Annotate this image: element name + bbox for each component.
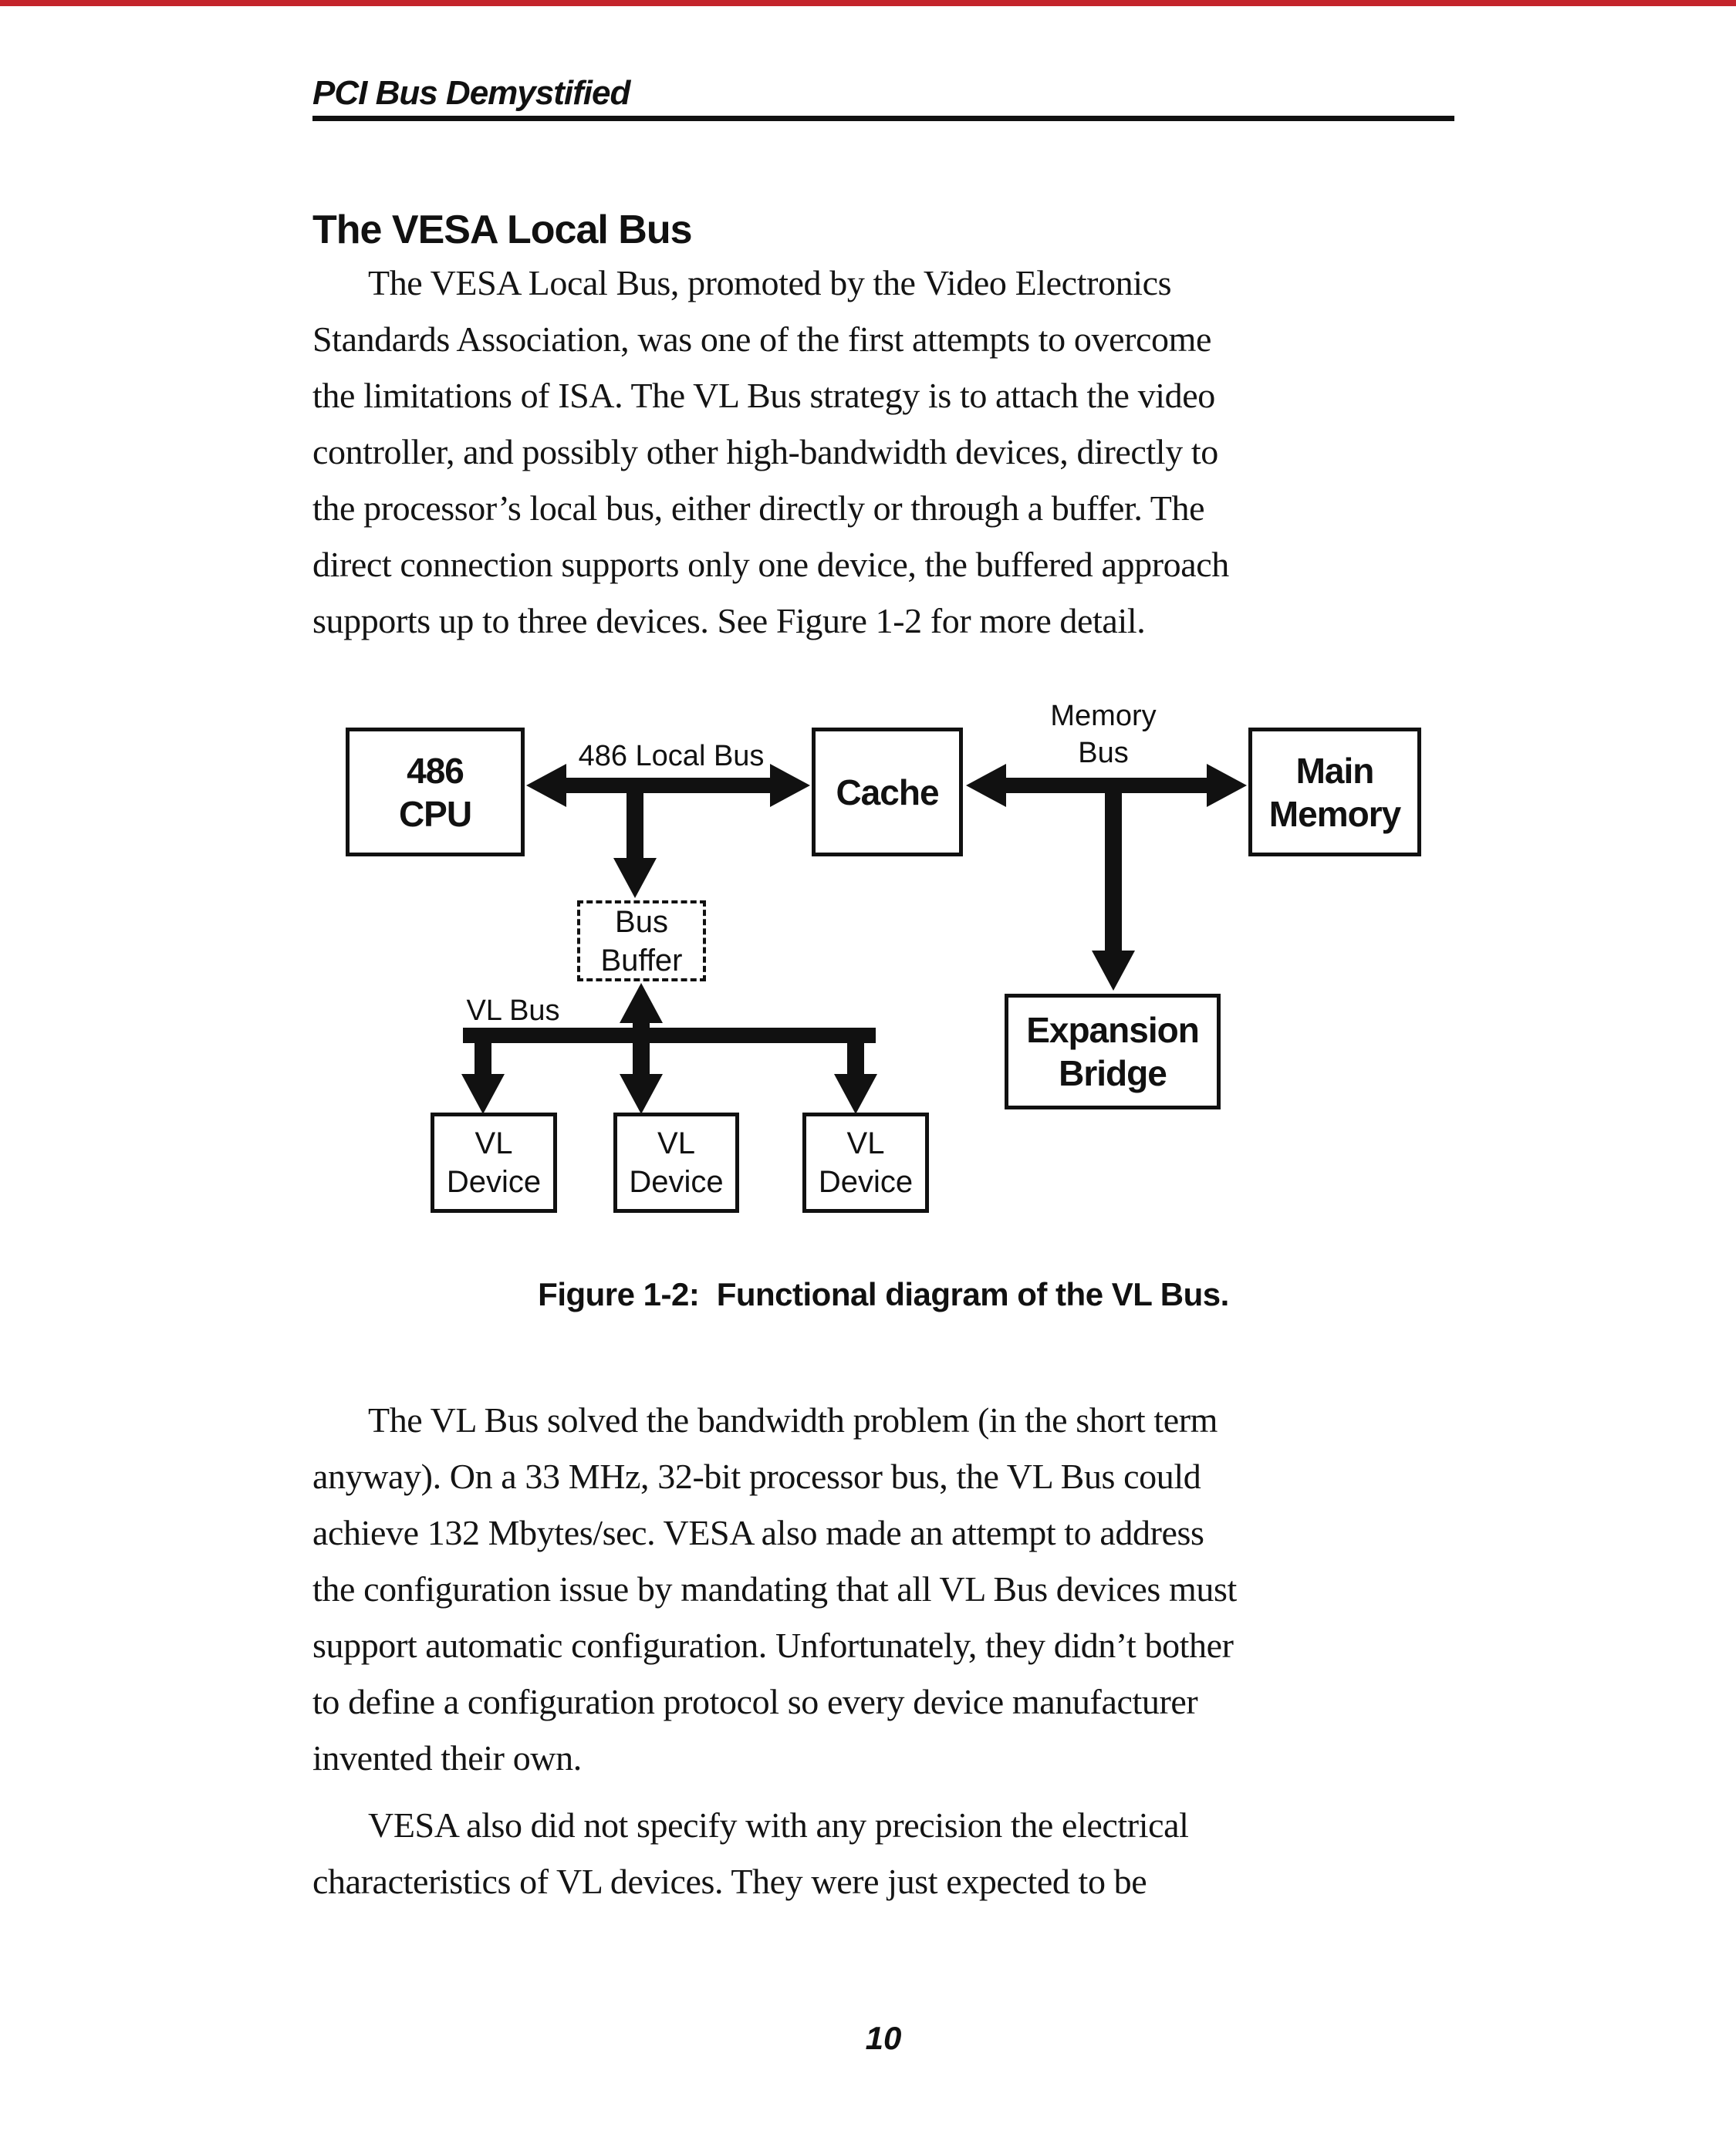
text-line: to define a configuration protocol so ev… — [312, 1682, 1198, 1721]
local-bus-arrowhead-left — [526, 764, 566, 807]
bus-buffer-box: Bus Buffer — [577, 900, 706, 981]
vl-device-box-3: VL Device — [802, 1113, 929, 1213]
text-line: supports up to three devices. See Figure… — [312, 601, 1146, 640]
page-number: 10 — [865, 2020, 902, 2056]
memory-bus-label: Memory Bus — [1026, 697, 1180, 772]
vl-device-1-label-line1: VL — [475, 1126, 513, 1160]
running-header: PCI Bus Demystified — [312, 74, 630, 112]
cpu-box-label-line2: CPU — [398, 793, 472, 834]
local-bus-arrowhead-right — [770, 764, 810, 807]
text-line: controller, and possibly other high-band… — [312, 432, 1218, 471]
text-line: characteristics of VL devices. They were… — [312, 1862, 1147, 1901]
text-line: support automatic configuration. Unfortu… — [312, 1626, 1234, 1665]
vl-device-3-arrowhead-down — [834, 1074, 877, 1114]
text-line: The VL Bus solved the bandwidth problem … — [368, 1400, 1218, 1440]
vl-device-3-shaft — [847, 1040, 864, 1076]
bridge-drop-shaft — [1105, 785, 1122, 952]
memory-bus-arrowhead-right — [1207, 764, 1247, 807]
bus-buffer-label-line2: Buffer — [600, 943, 683, 978]
vl-device-box-1: VL Device — [431, 1113, 557, 1213]
cache-box-label: Cache — [836, 772, 939, 812]
cpu-box-label-line1: 486 — [407, 750, 464, 791]
text-line: achieve 132 Mbytes/sec. VESA also made a… — [312, 1513, 1204, 1552]
local-bus-label: 486 Local Bus — [578, 740, 765, 772]
text-line: anyway). On a 33 MHz, 32-bit processor b… — [312, 1457, 1201, 1496]
scan-edge-strip — [0, 0, 1736, 6]
buffer-drop-arrowhead-down — [613, 858, 657, 898]
vl-device-2-label-line1: VL — [657, 1126, 695, 1160]
text-line: invented their own. — [312, 1738, 582, 1778]
vl-device-3-label-line1: VL — [846, 1126, 885, 1160]
paragraph-1: The VESA Local Bus, promoted by the Vide… — [312, 255, 1462, 649]
memory-bus-arrowhead-left — [966, 764, 1006, 807]
expansion-bridge-box: Expansion Bridge — [1005, 994, 1221, 1109]
buffer-up-arrowhead — [620, 983, 663, 1023]
cache-box: Cache — [812, 728, 963, 856]
section-title: The VESA Local Bus — [312, 208, 693, 252]
buffer-up-shaft — [633, 1020, 650, 1038]
bridge-drop-arrowhead-down — [1092, 951, 1135, 991]
main-memory-label-line1: Main — [1295, 750, 1375, 791]
cpu-box: 486 CPU — [346, 728, 525, 856]
text-line: The VESA Local Bus, promoted by the Vide… — [368, 263, 1172, 302]
vl-bus-label: VL Bus — [466, 995, 560, 1027]
expansion-bridge-label-line1: Expansion — [1026, 1010, 1200, 1050]
paragraph-2: The VL Bus solved the bandwidth problem … — [312, 1392, 1462, 1786]
main-memory-label-line2: Memory — [1268, 793, 1401, 834]
text-line: VESA also did not specify with any preci… — [368, 1805, 1189, 1845]
buffer-drop-shaft — [627, 785, 643, 859]
vl-device-2-label-line2: Device — [629, 1165, 724, 1199]
vl-device-3-label-line2: Device — [818, 1165, 914, 1199]
text-line: the processor’s local bus, either direct… — [312, 488, 1205, 528]
vl-bus-bar — [463, 1028, 876, 1043]
memory-bus-label-line2: Bus — [1078, 737, 1129, 769]
memory-bus-label-line1: Memory — [1050, 700, 1157, 732]
text-line: direct connection supports only one devi… — [312, 545, 1229, 584]
paragraph-3: VESA also did not specify with any preci… — [312, 1797, 1462, 1910]
vl-device-2-shaft — [633, 1040, 650, 1076]
bus-buffer-label-line1: Bus — [615, 904, 668, 939]
vl-device-2-arrowhead-down — [620, 1074, 663, 1114]
text-line: Standards Association, was one of the fi… — [312, 319, 1212, 359]
text-line: the limitations of ISA. The VL Bus strat… — [312, 376, 1215, 415]
local-bus-arrow-shaft — [560, 778, 773, 793]
main-memory-box: Main Memory — [1248, 728, 1421, 856]
vl-device-box-2: VL Device — [613, 1113, 739, 1213]
figure-caption: Figure 1-2: Functional diagram of the VL… — [538, 1276, 1229, 1312]
header-rule — [312, 116, 1454, 121]
vl-device-1-arrowhead-down — [461, 1074, 505, 1114]
expansion-bridge-label-line2: Bridge — [1059, 1053, 1167, 1093]
text-line: the configuration issue by mandating tha… — [312, 1569, 1237, 1609]
vl-device-1-shaft — [475, 1040, 491, 1076]
vl-device-1-label-line2: Device — [446, 1165, 542, 1199]
